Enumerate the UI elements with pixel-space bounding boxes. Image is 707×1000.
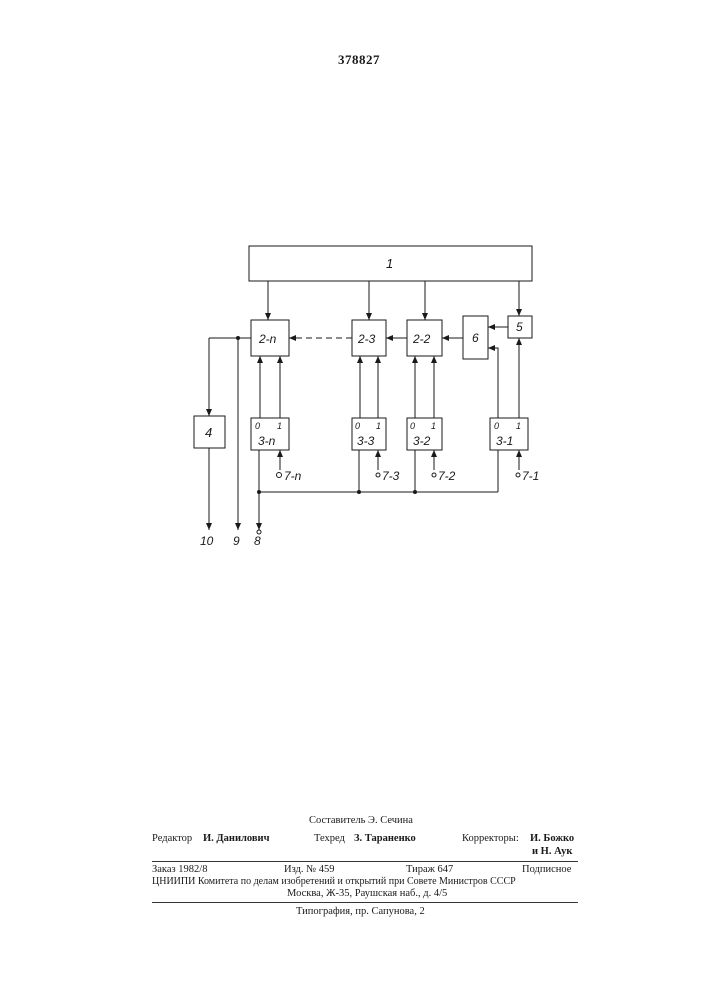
block-4-label: 4 xyxy=(205,425,212,440)
junction-dot xyxy=(236,336,240,340)
block-2-2-label: 2-2 xyxy=(412,332,431,346)
block-6-label: 6 xyxy=(472,331,479,345)
input-terminal xyxy=(277,473,282,478)
bit-one-label: 1 xyxy=(277,421,282,431)
input-7-2-label: 7-2 xyxy=(438,469,456,483)
junction-dot xyxy=(257,490,261,494)
divider xyxy=(152,861,578,862)
input-7-1-label: 7-1 xyxy=(522,469,539,483)
editor-name: И. Данилович xyxy=(203,834,270,845)
bit-one-label: 1 xyxy=(516,421,521,431)
bit-zero-label: 0 xyxy=(410,421,415,431)
techred-label: Техред xyxy=(314,834,345,845)
organization-line: ЦНИИПИ Комитета по делам изобретений и о… xyxy=(152,877,516,887)
order-number: Заказ 1982/8 xyxy=(152,865,207,876)
corrector-1: И. Божко xyxy=(530,834,574,845)
divider xyxy=(152,902,578,903)
corrector-2: и Н. Аук xyxy=(532,847,572,858)
correctors-label: Корректоры: xyxy=(462,834,519,845)
bit-zero-label: 0 xyxy=(355,421,360,431)
compiler-credit: Составитель Э. Сечина xyxy=(309,816,413,827)
copies-count: Тираж 647 xyxy=(406,865,453,876)
block-2-3-label: 2-3 xyxy=(357,332,376,346)
block-5-label: 5 xyxy=(516,320,523,334)
input-terminal xyxy=(376,473,380,477)
block-3-3-label: 3-3 xyxy=(357,434,375,448)
printer-line: Типография, пр. Сапунова, 2 xyxy=(296,907,425,918)
input-terminal xyxy=(432,473,436,477)
junction-dot xyxy=(413,490,417,494)
bit-zero-label: 0 xyxy=(255,421,260,431)
bit-one-label: 1 xyxy=(431,421,436,431)
block-3-n-label: 3-n xyxy=(258,434,276,448)
output-9-label: 9 xyxy=(233,534,240,548)
techred-name: З. Тараненко xyxy=(354,834,416,845)
block-3-2-label: 3-2 xyxy=(413,434,431,448)
edition-number: Изд. № 459 xyxy=(284,865,335,876)
input-7-n-label: 7-n xyxy=(284,469,302,483)
input-terminal xyxy=(516,473,520,477)
input-7-3-label: 7-3 xyxy=(382,469,400,483)
subscription-note: Подписное xyxy=(522,865,571,876)
address-line: Москва, Ж-35, Раушская наб., д. 4/5 xyxy=(287,889,447,900)
block-2-n-label: 2-n xyxy=(258,332,277,346)
output-8-label: 8 xyxy=(254,534,261,548)
bit-zero-label: 0 xyxy=(494,421,499,431)
block-1-label: 1 xyxy=(386,256,393,271)
output-10-label: 10 xyxy=(200,534,214,548)
bit-one-label: 1 xyxy=(376,421,381,431)
junction-dot xyxy=(357,490,361,494)
block-3-1-label: 3-1 xyxy=(496,434,513,448)
editor-label: Редактор xyxy=(152,834,192,845)
